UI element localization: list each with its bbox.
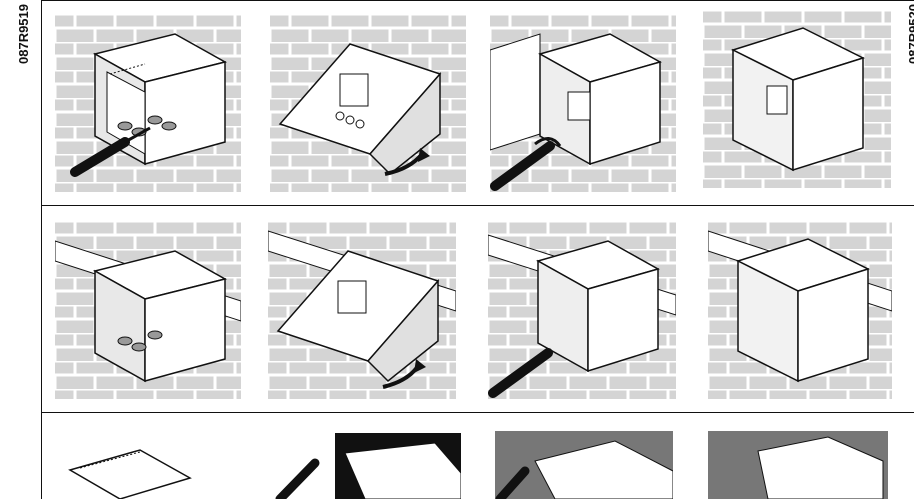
panel-rail-tighten-screw <box>488 221 676 399</box>
row-divider-1 <box>41 205 914 206</box>
panel-panel-tighten-dark <box>495 431 673 499</box>
panel-panel-mounted <box>708 431 888 499</box>
panel-wall-attach-cover <box>270 14 466 192</box>
panel-wall-mounted <box>703 10 891 188</box>
illustration-frame <box>41 0 914 499</box>
panel-rail-open-base <box>55 221 241 399</box>
panel-wall-tighten-screw <box>490 14 676 192</box>
panel-panel-tighten-screw <box>275 433 461 499</box>
drawing-code-left: 087R9519 <box>16 4 31 64</box>
panel-panel-base <box>60 430 240 499</box>
panel-rail-mounted <box>708 221 892 399</box>
panel-wall-open-base <box>55 14 241 192</box>
panel-rail-attach-cover <box>268 221 456 399</box>
row-divider-2 <box>41 412 914 413</box>
